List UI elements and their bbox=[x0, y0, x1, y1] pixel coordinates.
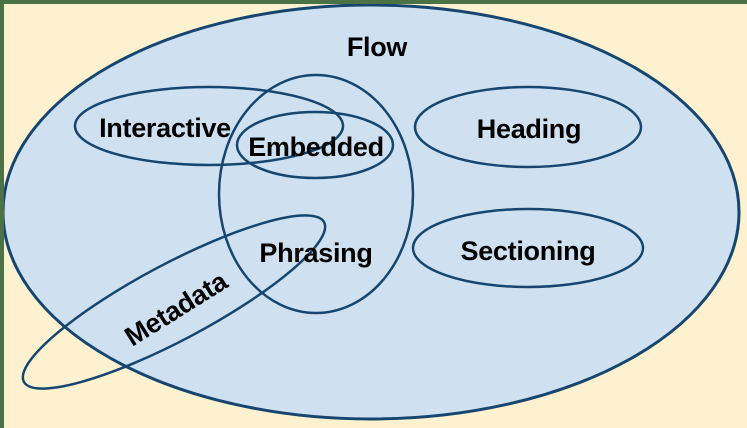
frame-top-border bbox=[0, 0, 747, 4]
interactive-label: Interactive bbox=[99, 113, 231, 143]
frame-left-border bbox=[0, 0, 4, 428]
heading-label: Heading bbox=[477, 114, 581, 144]
sectioning-set-ellipse bbox=[411, 207, 645, 289]
flow-label: Flow bbox=[347, 32, 409, 62]
embedded-set-ellipse bbox=[235, 110, 395, 180]
embedded-label: Embedded bbox=[248, 132, 384, 162]
phrasing-label: Phrasing bbox=[259, 238, 372, 268]
metadata-set-ellipse bbox=[21, 214, 327, 390]
phrasing-set-ellipse bbox=[217, 73, 415, 315]
flow-set-ellipse bbox=[1, 3, 741, 421]
heading-set-ellipse bbox=[413, 85, 643, 169]
sectioning-label: Sectioning bbox=[460, 236, 595, 266]
interactive-set-ellipse bbox=[73, 85, 345, 167]
